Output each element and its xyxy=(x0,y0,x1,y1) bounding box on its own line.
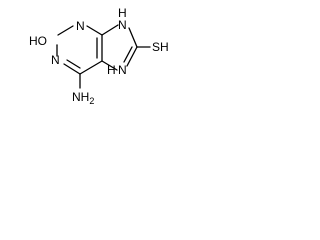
bond-c8-n7-double xyxy=(123,46,133,63)
molecule-canvas: HO N N N H N H N SH NH2 xyxy=(0,0,175,113)
atom-label-n3: N xyxy=(76,19,85,33)
atom-label-n1: N xyxy=(51,53,60,67)
bond-c4-n9 xyxy=(101,24,119,36)
atom-label-sh: SH xyxy=(152,40,169,54)
bond-c6-n1 xyxy=(63,63,81,75)
structure-diagram: HO N N N H N H N SH NH2 xyxy=(29,6,169,106)
atom-label-n9: N xyxy=(118,18,127,32)
atom-label-ho: HO xyxy=(29,34,47,48)
bond-c8-n7 xyxy=(126,46,138,67)
nh2-main: NH xyxy=(72,90,89,104)
bond-c6-n1-double xyxy=(66,59,81,69)
atom-label-n7: N xyxy=(118,63,127,77)
bond-n9-c8 xyxy=(128,27,138,48)
bond-n7-c5 xyxy=(101,60,118,71)
bond-n3-c4 xyxy=(86,25,103,36)
nh2-subscript: 2 xyxy=(89,96,94,106)
atom-label-n9-h: H xyxy=(118,6,127,20)
bond-c2-n3 xyxy=(57,25,74,36)
atom-label-n7-h: H xyxy=(107,63,116,77)
atom-label-nh2: NH2 xyxy=(72,90,94,106)
bond-c5-c6 xyxy=(79,60,103,75)
